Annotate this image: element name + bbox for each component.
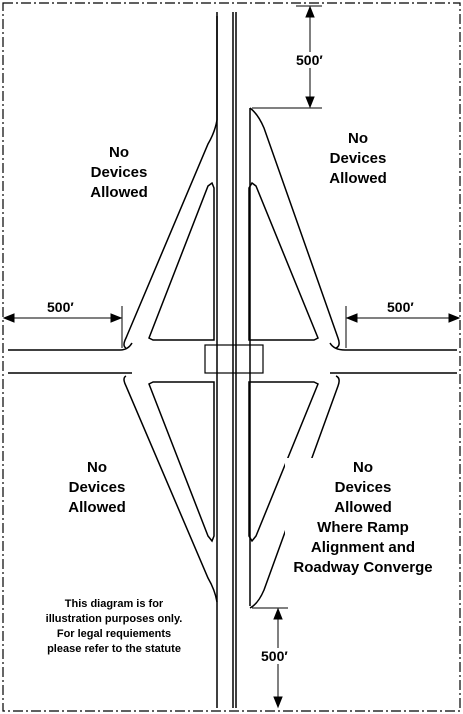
zone-line: Devices [90,164,148,181]
zone-line: Allowed [90,184,148,201]
dim-top-arrow-down [305,96,315,109]
zone-line: Devices [329,150,387,167]
zone-line: No [348,130,368,147]
zone-line: Allowed [329,170,387,187]
note-line: illustration purposes only. [45,613,183,625]
dim-label-right: 500′ [384,299,417,315]
dim-right-arrow-left [345,313,358,323]
zone-line: Where Ramp [317,519,409,536]
dim-left-arrow-right [110,313,123,323]
dim-top-arrow-up [305,5,315,18]
zone-label-top-right: No Devices Allowed [317,129,399,189]
dim-bottom-arrow-down [273,696,283,709]
zone-line: Devices [334,479,392,496]
crossroad-north-west-edge [8,342,133,351]
dim-label-top: 500′ [293,52,326,68]
zone-label-bottom-left: No Devices Allowed [56,458,138,518]
dim-label-left: 500′ [44,299,77,315]
dim-bottom-arrow-up [273,607,283,620]
ramp-sw-outer [123,375,218,603]
ramp-se-island [248,381,319,543]
crossroad-north-east-edge [329,342,457,351]
dim-right-arrow-right [448,313,461,323]
zone-line: No [109,144,129,161]
zone-line: No [353,459,373,476]
ramp-ne-outer [249,107,340,349]
zone-line: Roadway Converge [293,559,433,576]
note-line: This diagram is for [64,598,164,610]
zone-label-bottom-right: No Devices Allowed Where Ramp Alignment … [285,458,441,578]
ramp-sw-island [148,381,215,543]
zone-line: No [87,459,107,476]
ramp-nw-outer [123,119,218,349]
dim-left-arrow-left [2,313,15,323]
zone-line: Allowed [68,499,126,516]
zone-line: Allowed [334,499,392,516]
bridge-box [204,344,264,374]
ramp-ne-island [248,181,319,341]
note-line: For legal requiements [56,628,172,640]
disclaimer-note: This diagram is for illustration purpose… [22,597,206,657]
ramp-nw-island [148,181,215,341]
zone-line: Devices [68,479,126,496]
zone-line: Alignment and [310,539,416,556]
dim-label-bottom: 500′ [258,648,291,664]
note-line: please refer to the statute [47,643,181,655]
zone-label-top-left: No Devices Allowed [78,143,160,203]
